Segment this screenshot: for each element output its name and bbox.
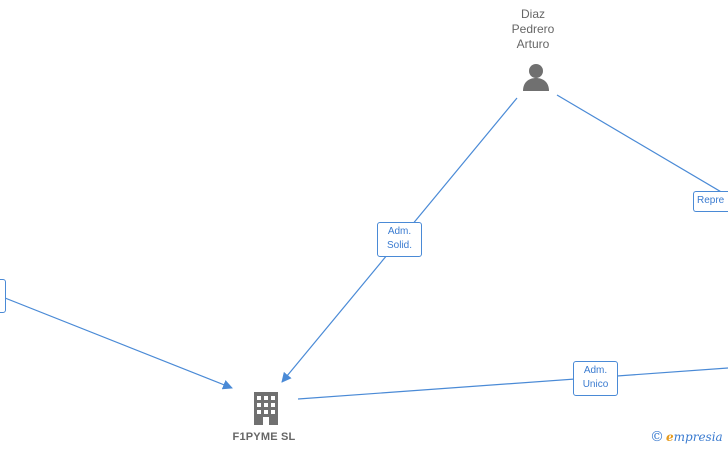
relation-badge-representante[interactable]: Repre: [693, 191, 728, 212]
person-name-line-1: Diaz: [520, 7, 545, 21]
relation-badge-left-partial[interactable]: [0, 279, 6, 313]
person-node-label[interactable]: Diaz Pedrero Arturo: [483, 7, 583, 52]
copyright-icon: ©: [650, 429, 664, 445]
relation-badge-adm-solid[interactable]: Adm. Solid.: [377, 222, 422, 257]
relation-badge-line-2: Unico: [582, 379, 609, 390]
person-name-line-2: Pedrero: [511, 22, 555, 36]
edge-company-to-right: [297, 367, 728, 400]
edge-person-to-right: [556, 94, 728, 197]
relation-badge-line-1: Adm.: [387, 226, 412, 237]
relation-badge-line-1: Repre: [697, 195, 725, 206]
person-icon[interactable]: [521, 62, 551, 97]
person-name-line-3: Arturo: [516, 37, 550, 51]
company-node-label[interactable]: F1PYME SL: [232, 431, 296, 443]
relation-badge-line-1: Adm.: [583, 365, 608, 376]
empresia-watermark: ©empresia: [650, 429, 723, 445]
building-icon[interactable]: [251, 391, 281, 430]
relation-badge-adm-unico[interactable]: Adm. Unico: [573, 361, 618, 396]
relation-badge-line-2: Solid.: [386, 240, 412, 251]
brand-name: mpresia: [673, 430, 723, 444]
brand-initial: e: [666, 430, 674, 444]
edge-left-to-company: [0, 295, 233, 390]
